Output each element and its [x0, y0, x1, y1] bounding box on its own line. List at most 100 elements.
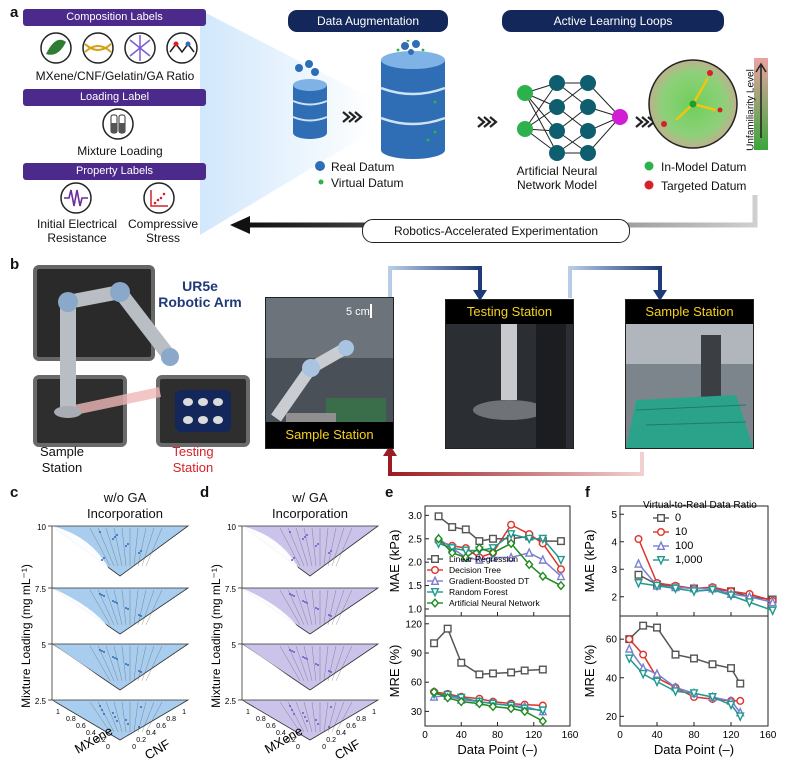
panel-letter-a: a — [10, 4, 19, 21]
sample-point — [112, 712, 114, 714]
data-point — [556, 580, 566, 591]
sample-point — [330, 615, 332, 617]
voronoi-edge — [113, 527, 123, 567]
voronoi-edge — [279, 645, 301, 681]
data-point — [538, 554, 548, 564]
series-linear-regression — [430, 624, 547, 679]
in-model-marker — [644, 161, 654, 171]
voronoi-edge — [97, 527, 115, 567]
sample-point — [291, 650, 293, 652]
data-point — [652, 668, 662, 678]
data-point — [475, 670, 484, 679]
voronoi-edge — [89, 645, 111, 681]
panel-letter-f: f — [585, 484, 590, 501]
sample-point — [291, 594, 293, 596]
data-point — [461, 552, 471, 563]
sample-point — [112, 656, 114, 658]
cnf-tick: 0.2 — [136, 737, 146, 744]
composition-icons — [40, 32, 198, 64]
data-point — [634, 558, 643, 568]
panel-d-title-line2: Incorporation — [272, 506, 348, 521]
sample-point — [103, 713, 105, 715]
sample-point — [317, 723, 319, 725]
data-point — [443, 692, 452, 703]
voronoi-edge — [287, 527, 305, 567]
voronoi-edge — [133, 645, 139, 681]
sample-point — [114, 657, 116, 659]
data-point — [726, 591, 736, 601]
mxene-tick: 1 — [56, 709, 60, 716]
x-axis-label: Data Point (–) — [654, 742, 734, 757]
sample-point — [293, 557, 295, 559]
sample-point — [114, 716, 116, 718]
targeted-marker — [644, 180, 654, 190]
data-point — [430, 639, 439, 648]
unfamiliarity-map — [648, 58, 768, 150]
mxene-tick: 0 — [106, 744, 110, 751]
voronoi-edge — [137, 589, 147, 625]
data-point — [524, 559, 534, 570]
unexplored-region — [242, 588, 300, 630]
sample-point — [302, 712, 304, 714]
sample-point — [302, 538, 304, 540]
voronoi-edge — [327, 527, 337, 567]
data-point — [461, 525, 470, 534]
data-point — [429, 687, 439, 697]
panel-letter-d: d — [200, 484, 210, 501]
legend-item: 10 — [653, 526, 687, 538]
sample-point — [330, 550, 332, 552]
mxene-tick: 0 — [296, 744, 300, 751]
sample-point — [315, 607, 317, 609]
sample-point — [317, 664, 319, 666]
x-axis-label: Data Point (–) — [457, 742, 537, 757]
sample-point — [306, 658, 308, 660]
data-point — [638, 669, 648, 680]
unexplored-region — [52, 644, 110, 686]
data-point — [639, 650, 648, 659]
data-point — [652, 677, 662, 688]
voronoi-edge — [137, 701, 147, 733]
data-point — [538, 665, 547, 674]
x-tick-label: 40 — [651, 730, 663, 741]
data-point — [488, 547, 498, 558]
voronoi-edge — [145, 645, 163, 681]
robotics-label: Robotics-Accelerated Experimentation — [362, 219, 630, 243]
voronoi-edge — [335, 701, 353, 733]
data-point — [556, 537, 565, 546]
series-artificial-neural-network — [429, 687, 548, 727]
voronoi-edge — [327, 589, 337, 625]
data-point — [507, 668, 516, 677]
y-axis-label: MRE (%) — [583, 645, 597, 698]
voronoi-edge — [145, 527, 163, 567]
legend-label: 100 — [675, 540, 693, 552]
cnf-axis-label: CNF — [332, 736, 363, 762]
loading-tick-d: 2.5 — [225, 697, 237, 706]
neural-network-graphic — [477, 75, 656, 161]
real-datum-marker — [315, 161, 325, 171]
x-tick-label: 80 — [492, 730, 504, 741]
voronoi-edge — [303, 589, 313, 625]
legend-item: Decision Tree — [427, 565, 501, 575]
y-tick-label: 4 — [611, 537, 617, 548]
sample-point — [306, 720, 308, 722]
legend-item: 1,000 — [653, 554, 703, 566]
data-point — [443, 624, 452, 633]
voronoi-edge — [89, 589, 111, 625]
cnf-tick: 0.4 — [146, 730, 156, 737]
legend-label: Random Forest — [449, 587, 508, 597]
y-axis-label: MAE (kPa) — [583, 530, 597, 593]
data-point — [520, 666, 529, 675]
data-point — [656, 528, 665, 537]
voronoi-edge — [279, 701, 301, 733]
gel-network-icon — [129, 35, 151, 61]
sample-point — [140, 615, 142, 617]
cnf-axis-label: CNF — [142, 736, 173, 762]
data-point — [430, 587, 440, 598]
testing-station-line2: Station — [172, 460, 214, 475]
resistance-label-line2: Resistance — [47, 231, 107, 245]
voronoi-edge — [137, 645, 147, 681]
